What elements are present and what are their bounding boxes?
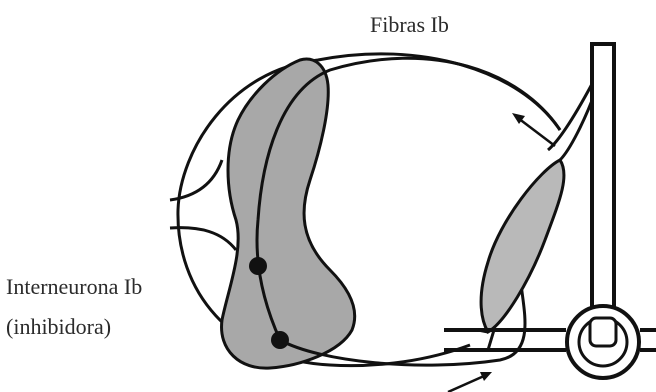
joint-cap	[590, 318, 616, 346]
label-interneurona-ib: Interneurona Ib	[6, 274, 142, 300]
bottom-arrow-line	[448, 376, 484, 392]
lower-tendon	[478, 330, 494, 350]
tendon-arrow-line	[518, 118, 555, 146]
bone-post	[592, 44, 614, 334]
label-fibras-ib: Fibras Ib	[370, 12, 449, 38]
interneuron-body-1	[249, 257, 267, 275]
label-inhibidora: (inhibidora)	[6, 314, 111, 340]
